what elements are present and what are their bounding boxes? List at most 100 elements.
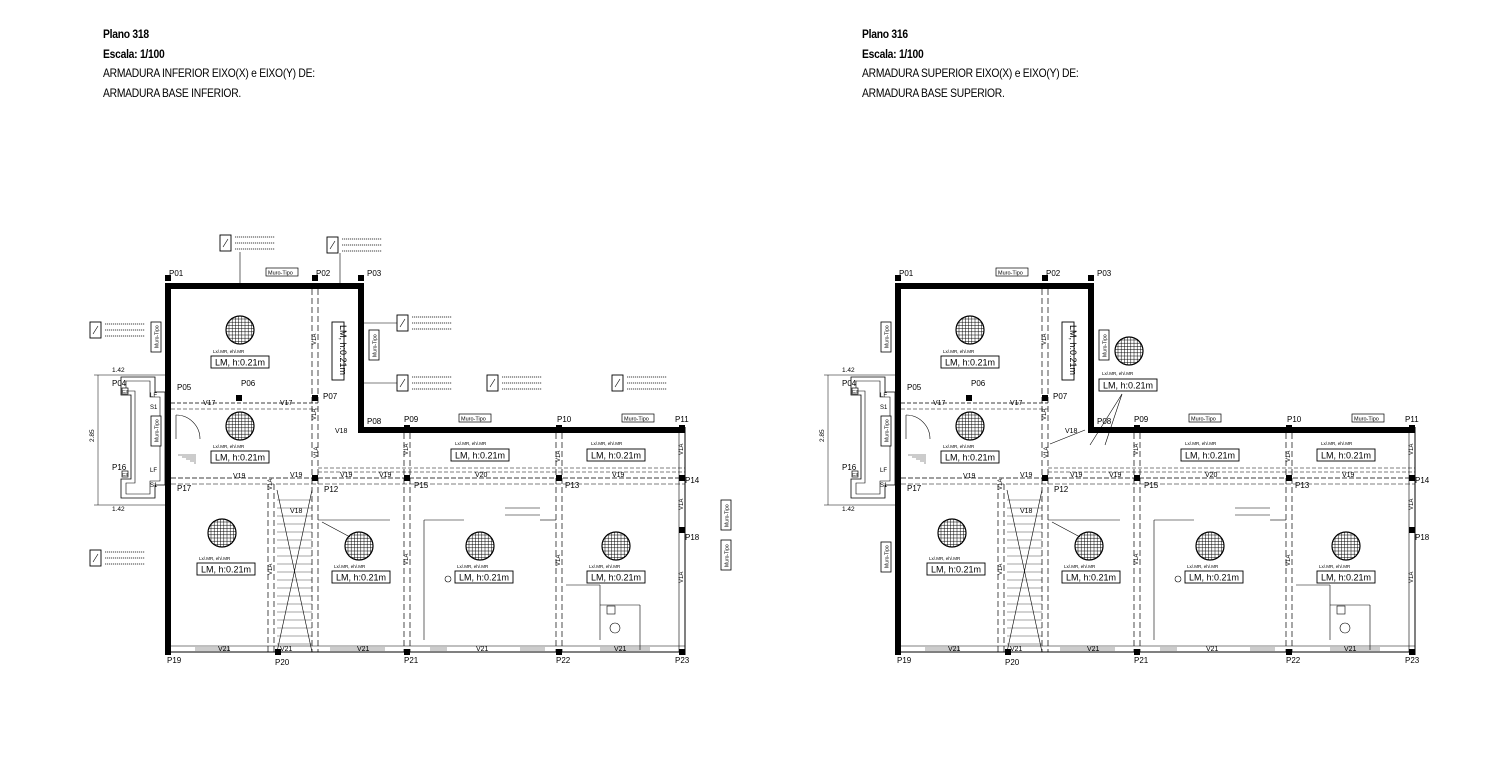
wall-tag-box [458,413,492,423]
pillar [1286,425,1292,431]
dimension-top: 1.42 [112,367,125,374]
pillar-label-p21: P21 [1134,656,1149,665]
beam-label-v17: V17 [203,400,216,407]
beam-label-v21: V21 [948,646,961,653]
slab-rebar-note: Lx/.MR, eh/.MR [1321,441,1353,446]
door-swing [175,414,201,440]
slab-rebar-note: Lx/.MR, eh/.MR [1319,564,1351,569]
rebar-mesh-circle [1195,531,1225,561]
slab-label-box-vertical [331,321,345,381]
wall-tag: Muro-Tipo [268,271,293,277]
beam-label-vertical: V1A [1286,555,1292,566]
slab-label: LM, h:0.21m [1066,573,1116,583]
lf-label: LF [880,468,887,474]
rebar-mesh-circle [465,531,495,561]
beam-label-v17: V17 [933,400,946,407]
beam-label-v21: V21 [218,646,231,653]
rebar-callout-mark [92,325,99,335]
wall-tag: Muro-Tipo [725,504,731,527]
pillar [236,395,242,401]
fixture [444,575,452,583]
stair-diagonal [1006,489,1043,653]
pillar-label-p14: P14 [685,476,700,485]
pillar [404,649,410,655]
beam-label-v19: V19 [233,473,246,480]
thick-wall-mid [358,427,685,433]
beam-label-vertical: V1A [1409,499,1415,510]
pillar-c3-box [121,470,129,478]
pillar-label-p05: P05 [907,383,922,392]
dimension-bottom: 1.42 [112,506,125,513]
rebar-mesh-circle [225,315,255,345]
slab-label-box [586,570,646,584]
pillar [404,475,410,481]
wall-tag: Muro-Tipo [998,271,1023,277]
beam-label-vertical: V1A [268,564,274,575]
slab-label: LM, h:0.21m [336,573,386,583]
pillar [165,649,171,655]
slab-label: LM, h:0.21m [1103,381,1153,391]
slab-label: LM, h:0.21m [591,451,641,461]
fixture [1336,605,1346,615]
slab-rebar-note: Lx/.MR, eh/.MR [213,444,245,449]
slab-label-box [210,355,270,369]
pillar-label-p06: P06 [241,379,256,388]
pillar [556,649,562,655]
slab-label-box [1180,448,1240,462]
beam-label-v19: V19 [1020,472,1033,479]
slab-label-box [940,450,1000,464]
slab-leader [1089,393,1123,446]
wall-tag-box [880,415,892,447]
beam-label-v18: V18 [1065,428,1078,435]
slab-label: LM, h:0.21m [201,565,251,575]
slab-rebar-note: Lx/.MR, eh/.MR [1185,441,1217,446]
wall-tag: Muro-Tipo [885,419,891,442]
lf-label: LF [150,468,157,474]
rebar-mesh-circle [344,531,374,561]
rebar-callout-mark [489,378,496,388]
slab-label-box [210,450,270,464]
slab-label-box [1184,570,1244,584]
beam-label-vertical: V1A [998,479,1004,490]
pillar [1134,425,1140,431]
beam-label-vertical: V1A [314,447,320,458]
pillar [679,527,685,533]
dimension-side: 2.85 [819,429,826,442]
rebar-callout-mark [399,318,406,328]
plan-note-line1: ARMADURA SUPERIOR EIXO(X) e EIXO(Y) DE: [862,66,1079,80]
beam-label-v21: V21 [1206,646,1219,653]
beam-label-vertical: V1A [998,564,1004,575]
plan-note-line2: ARMADURA BASE INFERIOR. [103,85,242,100]
slab-label: LM, h:0.21m [945,358,995,368]
pillar [556,475,562,481]
pillar [312,475,318,481]
beam-label-vertical: V1A [268,479,274,490]
pillar-label-p03: P03 [1097,269,1112,278]
slab-rebar-note: Lx/.MR, eh/.MR [199,556,231,561]
beam-label-v18: V18 [335,428,348,435]
rebar-callout-mark [222,238,229,248]
dimension-top: 1.42 [842,367,855,374]
pillar-label-p18: P18 [1415,533,1430,542]
annex-s1-label: S1 [880,483,888,489]
pillar-label-p23: P23 [675,656,690,665]
slab-label-box-vertical [1061,321,1075,381]
rebar-mesh-circle [1114,336,1144,366]
pillar [679,425,685,431]
pillar [1042,395,1048,401]
thick-wall-top [895,283,1094,289]
slab-rebar-note: Lx/.MR, eh/.MR [1064,564,1096,569]
slab-rebar-note: Lx/.MR, eh/.MR [589,564,621,569]
pillar-label-p09: P09 [1134,415,1149,424]
annex-s1-label: S1 [150,405,158,411]
annex-inner [125,380,161,495]
pillar-label-p20: P20 [1005,658,1020,667]
dimension-side: 2.85 [89,429,96,442]
pillar-label-p17: P17 [177,484,192,493]
pillar [358,425,364,431]
rebar-mesh-circle [225,411,255,441]
pillar-label-p01: P01 [169,269,184,278]
slab-label-box [940,355,1000,369]
pillar-label-p07: P07 [1053,392,1068,401]
